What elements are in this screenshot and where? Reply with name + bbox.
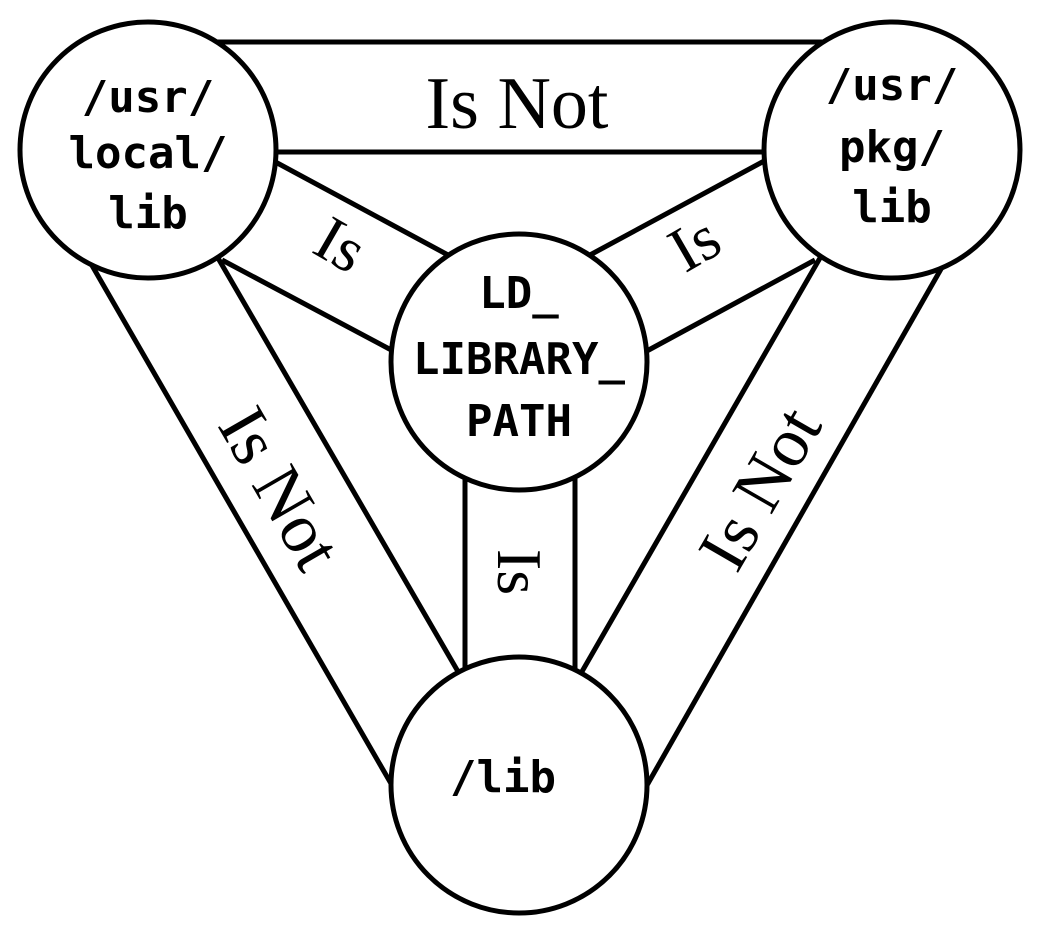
edge-bands: [87, 39, 948, 789]
node-ld-library-path: LD_ LIBRARY_ PATH: [388, 231, 650, 493]
node-ld-library-path-circle: [388, 231, 650, 493]
node-usr-pkg-lib-line-1: /usr/: [826, 60, 958, 111]
node-usr-local-lib: /usr/ local/ lib: [17, 19, 279, 281]
node-lib: /lib: [388, 654, 650, 916]
node-usr-pkg-lib-line-2: pkg/: [839, 122, 945, 173]
node-ld-library-path-line-1: LD_: [479, 268, 559, 319]
node-usr-pkg-lib-circle: [761, 19, 1023, 281]
node-usr-local-lib-line-2: local/: [69, 128, 228, 179]
right-bottom-band-outer-line: [643, 260, 948, 789]
node-lib-circle: [388, 654, 650, 916]
left-bottom-band-inner-line: [215, 256, 463, 677]
node-usr-pkg-lib: /usr/ pkg/ lib: [761, 19, 1023, 281]
left-bottom-band-outer-line: [87, 260, 396, 789]
right-center-band-lower-line: [643, 257, 817, 355]
node-ld-library-path-line-2: LIBRARY_: [413, 334, 625, 385]
nodes: /usr/ local/ lib /usr/ pkg/ lib LD_ LIBR…: [17, 19, 1023, 916]
center-bottom-edge-label: Is: [484, 549, 555, 595]
node-usr-local-lib-line-1: /usr/: [82, 72, 214, 123]
node-usr-local-lib-line-3: lib: [108, 188, 187, 239]
node-usr-pkg-lib-line-3: lib: [852, 182, 931, 233]
node-usr-local-lib-circle: [17, 19, 279, 281]
node-ld-library-path-line-3: PATH: [466, 396, 572, 447]
top-edge-label: Is Not: [426, 63, 609, 145]
left-center-band-upper-line: [266, 155, 450, 258]
left-bottom-edge-label: Is Not: [203, 395, 356, 584]
left-center-edge-label: Is: [303, 202, 379, 287]
node-lib-line-1: /lib: [450, 752, 556, 803]
right-center-band-upper-line: [588, 157, 768, 258]
right-bottom-band-inner-line: [577, 256, 823, 677]
left-center-band-lower-line: [220, 257, 397, 355]
